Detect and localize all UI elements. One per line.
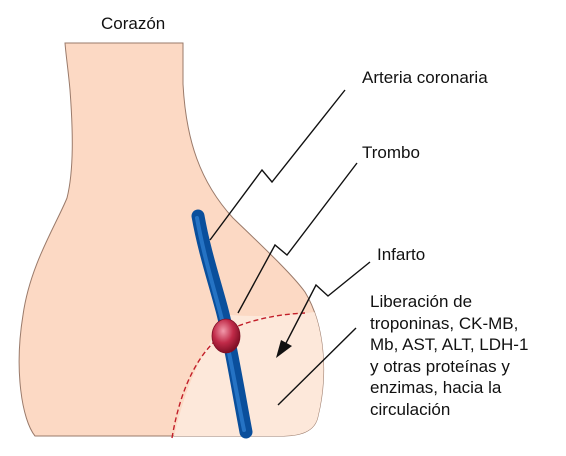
release-line: troponinas, CK-MB, [370,313,560,335]
release-line: circulación [370,399,560,421]
heart-label: Corazón [101,14,165,34]
release-line: enzimas, hacia la [370,377,560,399]
thrombus-label: Trombo [362,143,420,163]
release-line: Liberación de [370,291,560,313]
coronary-artery-label: Arteria coronaria [362,68,488,88]
release-line: y otras proteínas y [370,356,560,378]
release-description: Liberación de troponinas, CK-MB, Mb, AST… [370,291,560,420]
release-line: Mb, AST, ALT, LDH-1 [370,334,560,356]
infarct-label: Infarto [377,245,425,265]
thrombus [212,319,240,353]
